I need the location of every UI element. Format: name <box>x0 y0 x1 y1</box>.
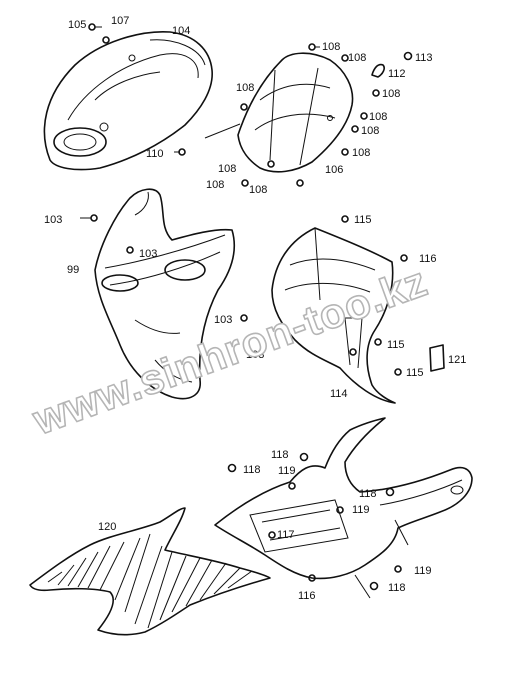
label-113: 113 <box>415 52 433 64</box>
label-110: 110 <box>146 148 164 160</box>
label-120: 120 <box>98 521 116 533</box>
label-112: 112 <box>388 68 406 80</box>
label-108: 108 <box>382 88 400 100</box>
label-99: 99 <box>67 264 79 276</box>
label-116: 116 <box>298 590 316 602</box>
label-118: 118 <box>271 449 289 461</box>
front-cowl-104 <box>43 30 213 171</box>
label-103: 103 <box>214 314 232 326</box>
label-115: 115 <box>354 214 372 226</box>
label-108: 108 <box>206 179 224 191</box>
label-118: 118 <box>388 582 406 594</box>
label-108: 108 <box>348 52 366 64</box>
plate-121 <box>429 344 445 372</box>
label-115: 115 <box>406 367 424 379</box>
label-103: 103 <box>246 349 264 361</box>
label-104: 104 <box>172 25 190 37</box>
part-labels: 105 107 104 108 108 113 112 108 108 108 … <box>44 15 466 602</box>
label-118: 118 <box>243 464 261 476</box>
label-107: 107 <box>111 15 129 27</box>
floor-mat-120 <box>29 507 271 636</box>
label-105: 105 <box>68 19 86 31</box>
label-115: 115 <box>387 339 405 351</box>
clip-112 <box>371 63 385 78</box>
label-106: 106 <box>325 164 343 176</box>
label-117: 117 <box>277 529 295 541</box>
fasteners <box>80 23 413 591</box>
label-108: 108 <box>218 163 236 175</box>
leg-shield-99 <box>94 188 236 400</box>
floor-board-116 <box>214 417 473 599</box>
mat-hatching <box>47 533 253 629</box>
label-114: 114 <box>330 388 348 400</box>
label-103: 103 <box>44 214 62 226</box>
inner-cover-114 <box>271 227 396 404</box>
label-116: 116 <box>419 253 437 265</box>
watermark: www.sinhron-too.kz <box>26 257 433 444</box>
label-108: 108 <box>369 111 387 123</box>
inner-panel-106 <box>204 52 354 173</box>
label-108: 108 <box>361 125 379 137</box>
label-108: 108 <box>322 41 340 53</box>
label-103: 103 <box>139 248 157 260</box>
label-119: 119 <box>278 465 296 477</box>
label-119: 119 <box>414 565 432 577</box>
label-108: 108 <box>352 147 370 159</box>
label-121: 121 <box>448 354 466 366</box>
label-119: 119 <box>352 504 370 516</box>
label-108: 108 <box>249 184 267 196</box>
label-118: 118 <box>359 488 377 500</box>
label-108: 108 <box>236 82 254 94</box>
